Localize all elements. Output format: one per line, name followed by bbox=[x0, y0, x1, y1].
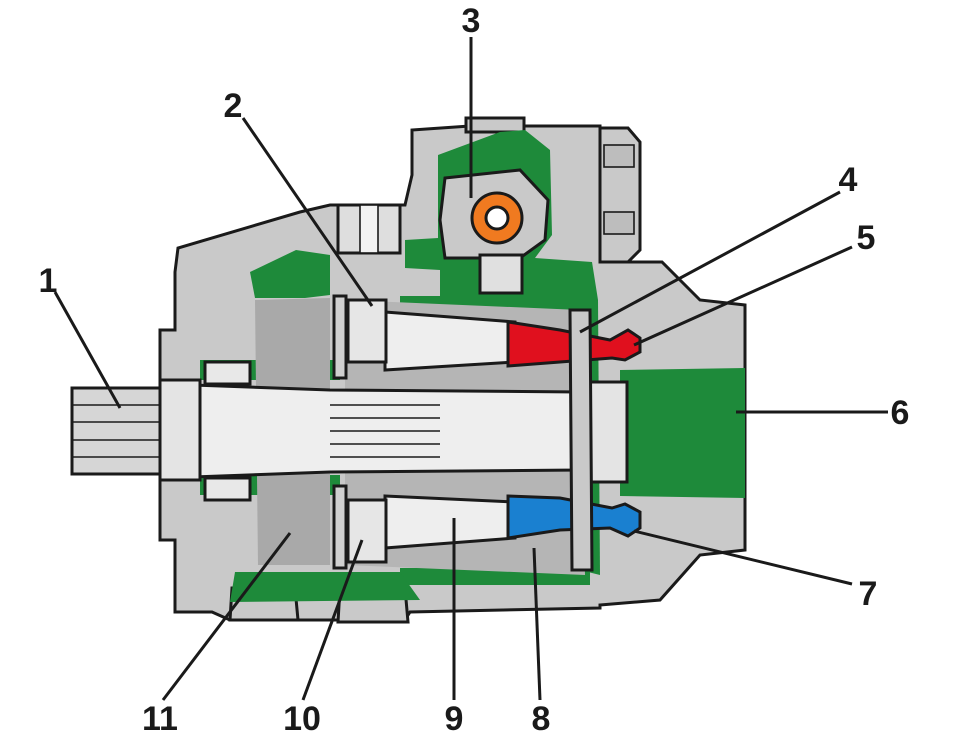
callout-leaders bbox=[53, 37, 888, 701]
callout-9: 9 bbox=[445, 700, 464, 738]
callout-3: 3 bbox=[462, 2, 481, 40]
callout-1: 1 bbox=[39, 262, 58, 300]
shaft-splines bbox=[330, 404, 440, 458]
control-plate bbox=[568, 308, 594, 572]
callout-7: 7 bbox=[859, 575, 878, 613]
callout-10: 10 bbox=[283, 700, 321, 738]
callout-5: 5 bbox=[857, 219, 876, 257]
control-valve bbox=[438, 168, 550, 295]
callout-6: 6 bbox=[891, 394, 910, 432]
drive-shaft bbox=[70, 360, 629, 502]
callout-8: 8 bbox=[532, 700, 551, 738]
pressure-relief-valve bbox=[336, 203, 402, 255]
callout-2: 2 bbox=[224, 87, 243, 125]
callout-labels: 1 2 3 4 5 6 7 8 9 10 11 bbox=[39, 2, 910, 738]
callout-11: 11 bbox=[142, 700, 178, 738]
callout-4: 4 bbox=[839, 161, 858, 199]
